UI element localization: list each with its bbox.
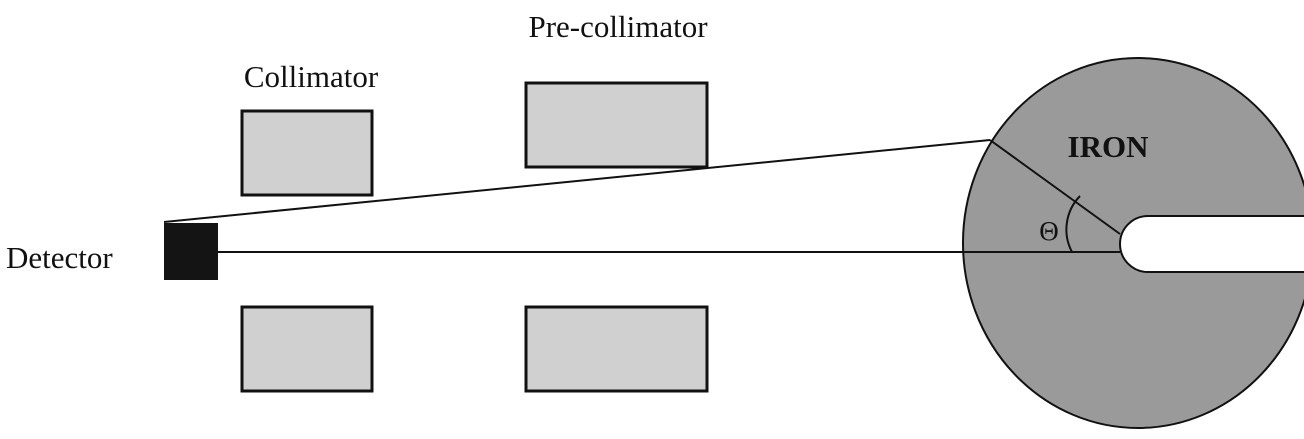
angle-theta-label: Θ <box>1039 216 1059 246</box>
iron-slot-outline <box>1119 215 1304 273</box>
collimator-bottom-block <box>240 305 374 393</box>
detector-label: Detector <box>6 240 113 275</box>
iron-sample <box>962 57 1304 429</box>
scatter-radius-line <box>989 139 1121 235</box>
scattered-beam-line <box>163 139 991 223</box>
iron-label: IRON <box>1068 129 1149 164</box>
iron-disk <box>962 57 1304 429</box>
collimator-top-block <box>240 109 374 197</box>
collimator-label: Collimator <box>244 59 379 94</box>
pre-collimator-bottom-block <box>524 305 709 393</box>
pre-collimator-top-block <box>524 81 709 169</box>
detector-block <box>164 223 218 280</box>
pre-collimator-label: Pre-collimator <box>528 9 708 44</box>
angle-arc <box>1065 195 1081 253</box>
